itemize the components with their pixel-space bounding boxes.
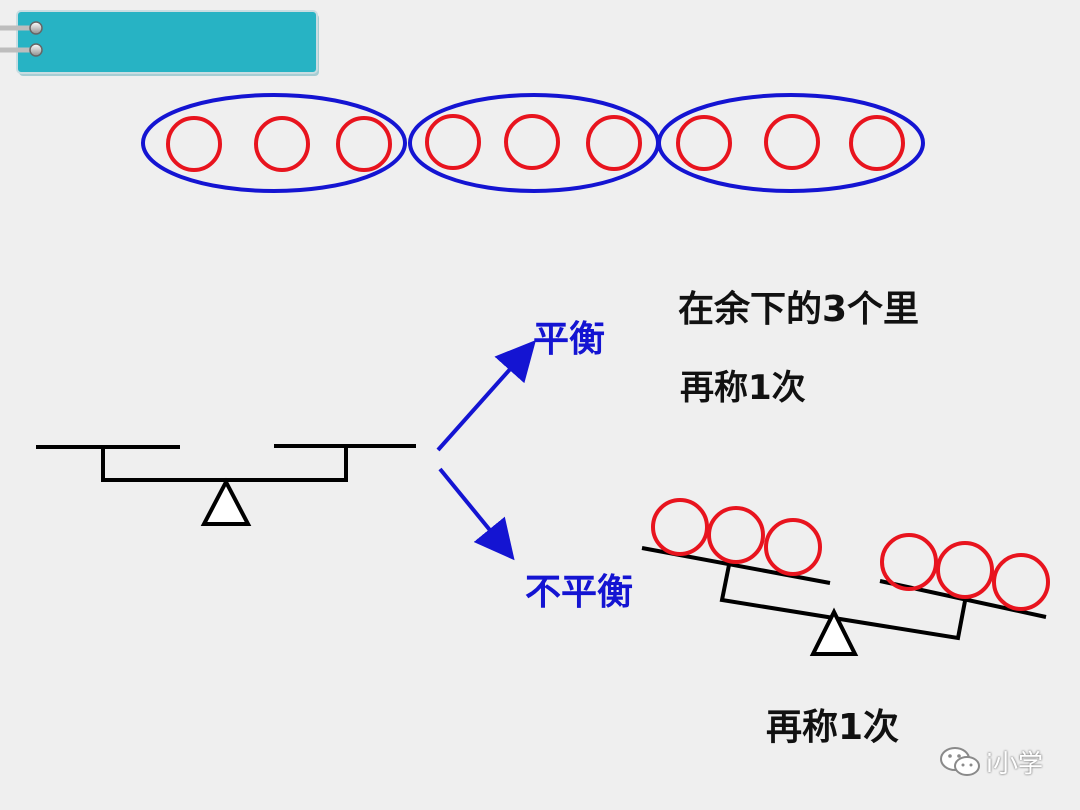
watermark-text: i小学 [986,749,1043,778]
ball [586,115,642,171]
ball [336,116,392,172]
ball [992,553,1050,611]
ball [676,115,732,171]
binder-rings-icon [0,21,43,57]
remaining-three-label: 在余下的3个里 [678,289,920,330]
balanced-label: 平衡 [533,319,606,360]
header-bar [16,10,319,76]
ball [504,114,560,170]
weigh-once-top-label: 再称1次 [680,368,806,408]
ball [707,506,765,564]
ball [425,114,481,170]
ball [651,498,709,556]
tilted-balance-scale [641,498,1050,656]
ball [764,114,820,170]
watermark: i小学 [938,742,1043,782]
group-2-outline [408,93,660,193]
ball [764,518,822,576]
arrow-down [438,467,515,561]
weigh-once-bottom-label: 再称1次 [766,707,900,748]
ball [166,116,222,172]
arrow-up [436,340,536,452]
group-1-outline [141,93,407,193]
wechat-icon [940,747,980,776]
empty-balance-scale [36,444,416,526]
ball [936,541,994,599]
ball [849,115,905,171]
ball [880,533,938,591]
group-3-outline [657,93,925,193]
ball [254,116,310,172]
unbalanced-label: 不平衡 [525,572,634,613]
ball-groups [141,93,925,193]
